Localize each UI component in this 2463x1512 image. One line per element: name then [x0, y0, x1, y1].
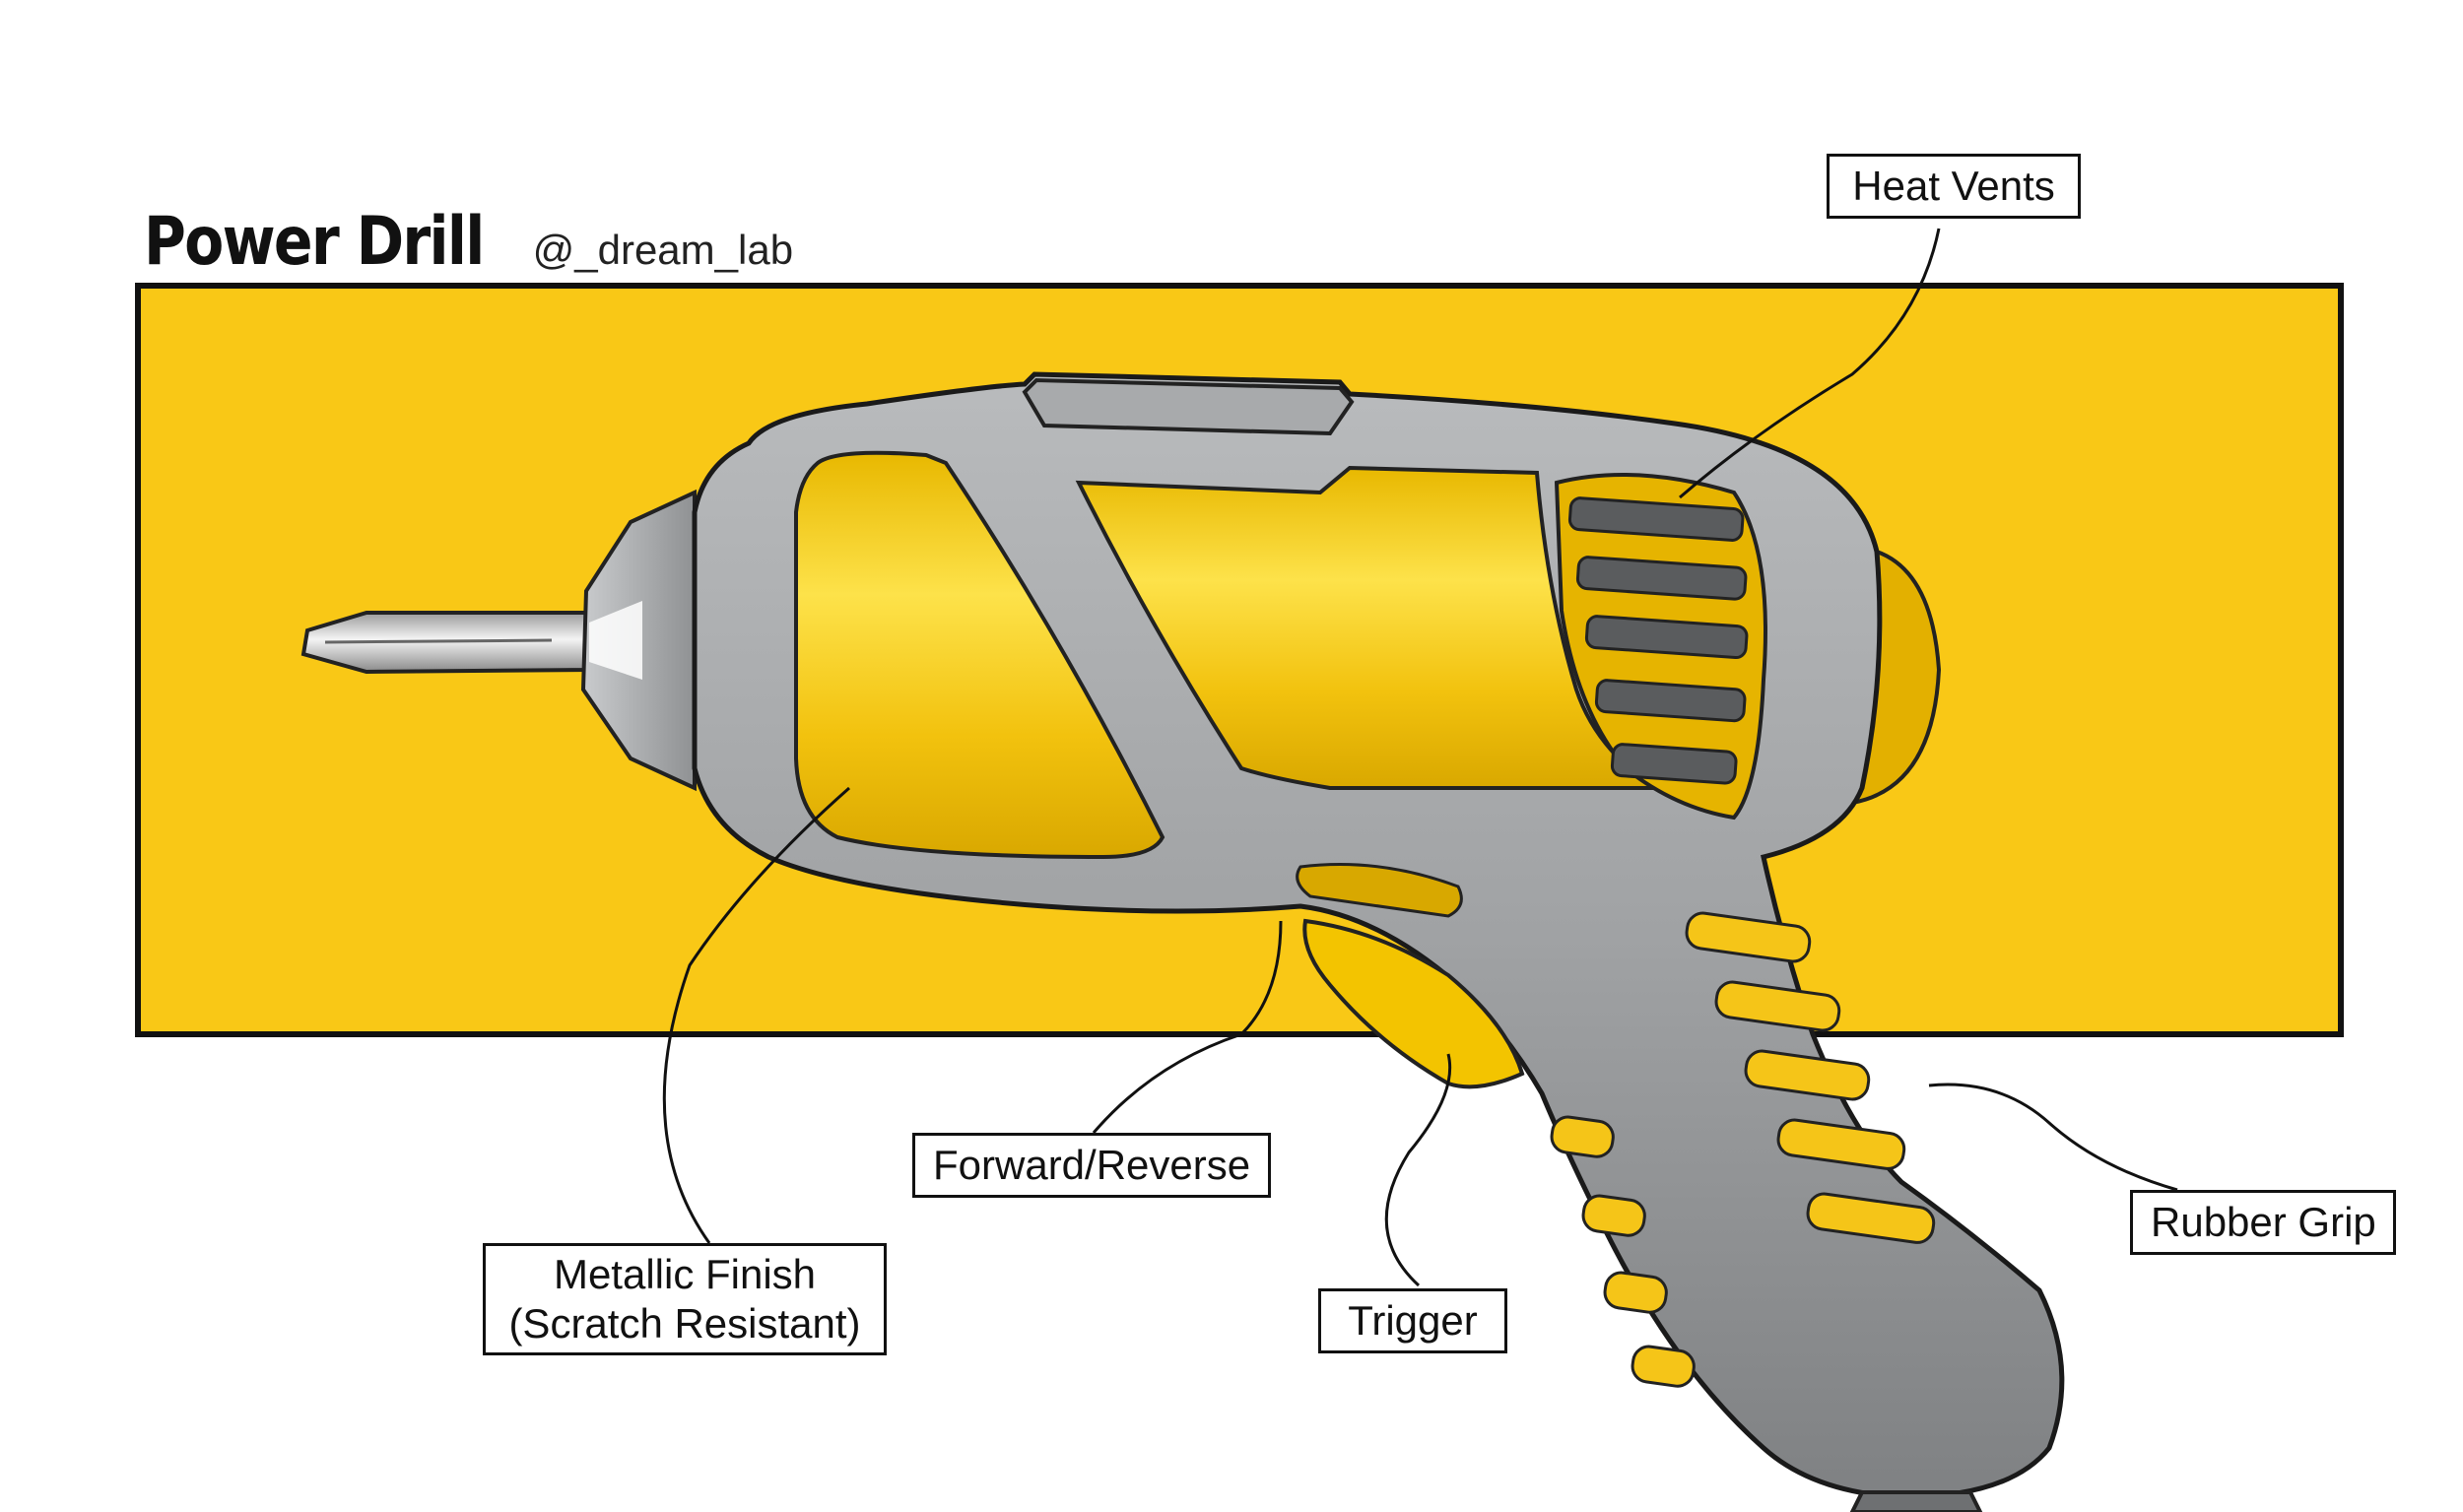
vent-slot — [1594, 679, 1747, 723]
vent-slot — [1610, 743, 1738, 785]
heat-vents — [1567, 496, 1749, 785]
label-metallic-finish-line2: (Scratch Resistant) — [508, 1300, 861, 1347]
front-shell — [794, 450, 1165, 860]
vent-slot — [1567, 496, 1745, 542]
label-forward-reverse: Forward/Reverse — [912, 1133, 1271, 1198]
grip-stripe — [1776, 1118, 1906, 1170]
forward-reverse-switch — [1296, 863, 1463, 918]
leader-metallic-finish — [662, 786, 850, 1244]
label-trigger-text: Trigger — [1348, 1297, 1478, 1344]
leader-trigger — [1384, 1053, 1452, 1287]
label-rubber-grip-text: Rubber Grip — [2151, 1199, 2376, 1245]
power-cord — [1849, 1490, 1983, 1512]
heading: Power Drill @_dream_lab — [144, 203, 793, 281]
grip-stripe — [1685, 911, 1812, 963]
label-heat-vents-text: Heat Vents — [1852, 163, 2055, 209]
grip-stripe — [1631, 1345, 1696, 1388]
label-rubber-grip: Rubber Grip — [2130, 1190, 2396, 1255]
rubber-grip-stripes — [1550, 911, 1936, 1388]
label-trigger: Trigger — [1318, 1288, 1507, 1353]
vent-slot — [1584, 615, 1749, 660]
trigger — [1302, 918, 1525, 1089]
grip-stripe — [1550, 1115, 1615, 1158]
label-metallic-finish: Metallic Finish (Scratch Resistant) — [483, 1243, 887, 1355]
leader-rubber-grip — [1928, 1083, 2178, 1192]
label-forward-reverse-text: Forward/Reverse — [933, 1142, 1251, 1188]
grip-stripe — [1603, 1271, 1668, 1314]
grip-stripe — [1806, 1192, 1936, 1244]
top-ridge — [1022, 377, 1355, 436]
author-handle: @_dream_lab — [532, 227, 794, 273]
vent-slot — [1575, 556, 1748, 601]
grip-stripe — [1744, 1049, 1871, 1101]
leader-forward-reverse — [1092, 920, 1283, 1134]
page-title: Power Drill — [144, 203, 485, 281]
leader-heat-vents — [1679, 228, 1941, 499]
grip-stripe — [1714, 980, 1841, 1032]
label-metallic-finish-line1: Metallic Finish — [553, 1251, 817, 1297]
grip-stripe — [1581, 1194, 1646, 1237]
label-heat-vents: Heat Vents — [1827, 154, 2081, 219]
